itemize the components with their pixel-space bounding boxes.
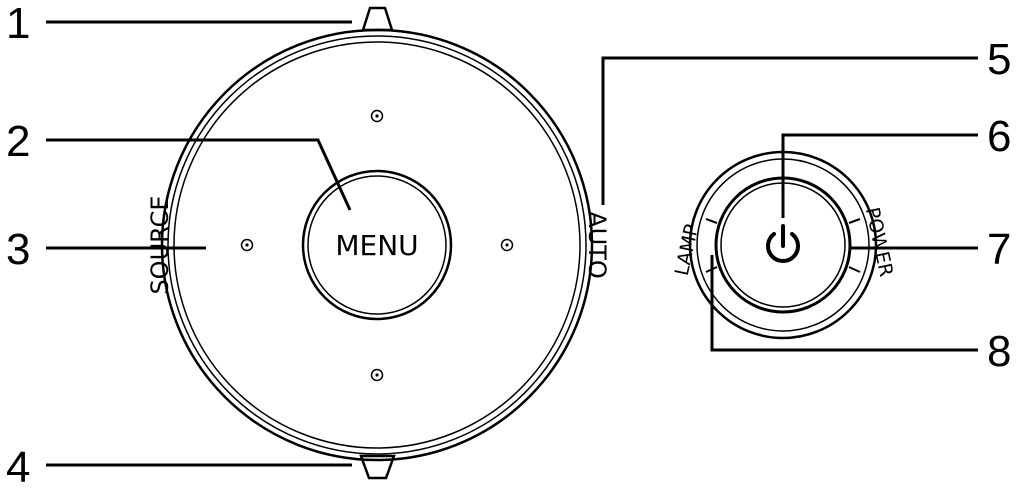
up-dot-icon (370, 109, 384, 123)
leader-line-6 (781, 133, 978, 218)
leader-line-2 (46, 138, 352, 211)
menu-button-label: MENU (335, 229, 418, 262)
callout-number: 5 (987, 35, 1011, 84)
auto-label: AUTO (583, 211, 611, 279)
left-dot-icon (240, 238, 254, 252)
leader-line-8 (710, 255, 978, 352)
power-icon (766, 224, 800, 263)
lamp-label: LAMP (671, 222, 703, 277)
lamp-indicator-tick (705, 218, 718, 224)
pad-middle-ring (167, 35, 587, 455)
source-label: SOURCE (146, 195, 174, 294)
callout-number: 4 (6, 443, 30, 489)
power-indicator-tick (848, 218, 861, 224)
power-indicator-tick (848, 266, 861, 273)
down-dot-icon (370, 368, 384, 382)
callout-number: 2 (6, 117, 30, 166)
callout-number: 6 (987, 112, 1011, 161)
callout-number: 1 (6, 0, 30, 48)
callout-number: 3 (6, 225, 30, 274)
trapezoid-down-icon[interactable] (359, 454, 396, 480)
trapezoid-up-icon[interactable] (361, 6, 394, 32)
callout-number: 7 (987, 225, 1011, 274)
menu-button[interactable]: MENU (301, 169, 453, 321)
pad-inner-ring (173, 41, 581, 449)
leader-line-5 (601, 56, 978, 205)
right-dot-icon (500, 238, 514, 252)
callout-number: 8 (987, 327, 1011, 376)
